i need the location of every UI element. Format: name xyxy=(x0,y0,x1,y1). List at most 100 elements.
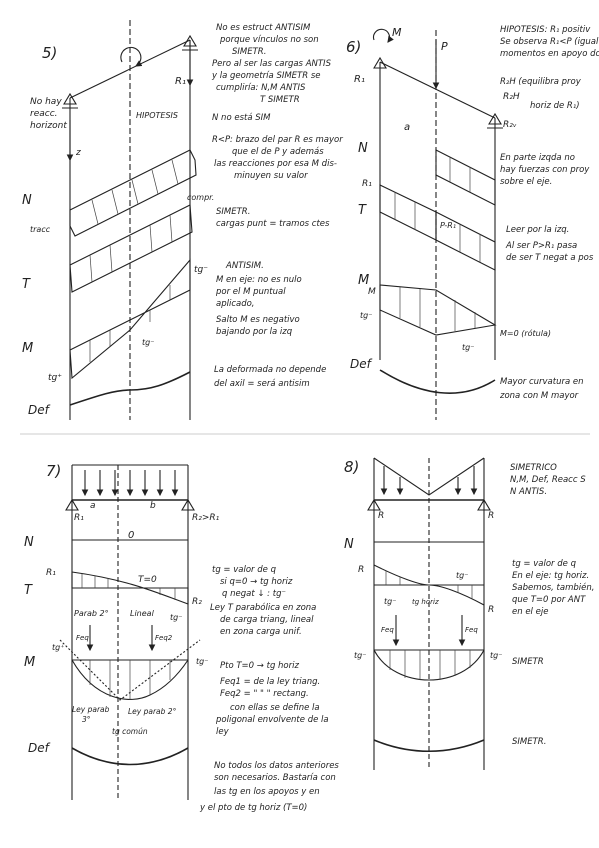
p5-note-line: SIMETR. xyxy=(232,47,266,57)
p6-shear-diagram-right xyxy=(435,211,496,271)
p7-Feq1-label: Feq xyxy=(76,634,89,642)
p8-note-line: en el eje xyxy=(512,607,548,617)
p5-note-line: y la geometría SIMETR se xyxy=(211,71,321,81)
p5-tg-minus-mid-label: tg⁻ xyxy=(142,338,154,347)
p6-moment-diagram xyxy=(379,284,497,336)
p5-M-label: M xyxy=(22,341,33,356)
p6-note-line: Leer por la izq. xyxy=(506,225,569,235)
p6-note-line: zona con M mayor xyxy=(499,391,579,401)
p6-tg-minus2-label: tg⁻ xyxy=(462,343,474,352)
p5-note-line: del axil = será antisim xyxy=(214,379,310,389)
p6-notes: HIPOTESIS: R₁ positiv Se observa R₁<P (i… xyxy=(499,25,599,401)
p5-note-line: Salto M es negativo xyxy=(216,315,300,325)
p6-note-line: sobre el eje. xyxy=(500,177,552,187)
p7-T0-label: T=0 xyxy=(138,575,157,585)
p6-shear-diagram-left xyxy=(379,184,437,241)
p5-T-label: T xyxy=(22,277,31,292)
p7-def-label: Def xyxy=(28,741,51,755)
p6-R1-label: R₁ xyxy=(354,74,365,85)
p7-note-line: q negat ↓ : tg⁻ xyxy=(222,589,286,599)
p6-left-support-icon xyxy=(373,56,387,69)
p6-inclined-beam xyxy=(379,61,496,119)
p5-note-line: La deformada no depende xyxy=(214,365,326,375)
p8-tg-minus-label: tg⁻ xyxy=(456,571,468,580)
p7-note-line: ley xyxy=(216,727,230,737)
p5-note-line: aplicado, xyxy=(216,299,255,309)
p8-load-arrows xyxy=(380,466,478,496)
p5-moment-icon xyxy=(120,46,143,67)
p7-T-label: T xyxy=(24,583,33,598)
p5-note-line: Pero al ser las cargas ANTIS xyxy=(212,59,332,69)
p5-N-label: N xyxy=(22,193,32,208)
p7-parab-label: Parab 2° xyxy=(74,609,109,618)
p7-load-arrows xyxy=(81,470,179,497)
p7-note-line: No todos los datos anteriores xyxy=(214,761,339,771)
p7-R1-T-label: R₁ xyxy=(46,568,56,578)
p8-R-T-label: R xyxy=(358,565,364,575)
p7-note-line: con ellas se define la xyxy=(230,703,320,713)
p6-a-label: a xyxy=(404,122,410,133)
p6-note-line: R₂H (equilibra proy xyxy=(500,77,582,87)
p5-left-note-line: horizont xyxy=(30,121,67,131)
p6-note-line: HIPOTESIS: R₁ positiv xyxy=(500,25,591,35)
p8-note-line: En el eje: tg horiz. xyxy=(512,571,589,581)
p7-N-zero: 0 xyxy=(128,530,134,541)
p6-P-label: P xyxy=(441,40,448,53)
p7-R2-label: R₂>R₁ xyxy=(192,513,220,523)
p7-note-line: y el pto de tg horiz (T=0) xyxy=(199,803,307,813)
p7-M-label: M xyxy=(24,655,35,670)
p5-compr-label: compr. xyxy=(187,193,214,202)
problem-8-number: 8) xyxy=(344,458,359,476)
p7-ley-parab3-label: 3° xyxy=(82,715,91,724)
p7-note-line: tg = valor de q xyxy=(212,565,277,575)
p5-note-line: N no está SIM xyxy=(212,113,271,123)
p6-note-line: Al ser P>R₁ pasa xyxy=(505,241,577,251)
p7-note-line: de carga triang, lineal xyxy=(220,615,314,625)
p8-note-line: tg = valor de q xyxy=(512,559,577,569)
problem-8: 8) R R N R R tg⁻ tg⁻ tg horiz Feq Feq xyxy=(344,457,594,770)
p7-note-line: poligonal envolvente de la xyxy=(215,715,329,725)
problem-7: 7) R₁ R₂>R₁ a b N 0 T R₁ T=0 R₂ Parab 2° xyxy=(24,462,339,813)
p5-note-line: SIMETR. xyxy=(216,207,250,217)
p7-notes: tg = valor de q si q=0 → tg horiz q nega… xyxy=(199,565,339,813)
p8-R-T2-label: R xyxy=(488,605,494,615)
p6-R1-T-label: R₁ xyxy=(362,179,372,189)
p7-R1-label: R₁ xyxy=(74,513,84,523)
p6-note-line: Se observa R₁<P (igual xyxy=(500,37,599,47)
p5-note-line: M en eje: no es nulo xyxy=(216,275,302,285)
p6-N-label: N xyxy=(358,141,368,156)
p8-tg-minus2-label: tg⁻ xyxy=(384,597,396,606)
p7-Feq2-label: Feq2 xyxy=(155,634,173,642)
p8-tg-M-left-label: tg⁻ xyxy=(354,651,366,660)
p6-T-label: T xyxy=(358,203,367,218)
p8-R-left-label: R xyxy=(378,511,384,521)
p8-note-line: SIMETR xyxy=(512,657,544,667)
p8-note-line: que T=0 por ANT xyxy=(512,595,586,605)
p5-note-line: No es estruct ANTISIM xyxy=(216,23,311,33)
problem-6-number: 6) xyxy=(346,38,361,56)
p5-note-line: por el M puntual xyxy=(215,287,286,297)
p7-ley-parab3-label: Ley parab xyxy=(72,705,110,714)
p7-note-line: en zona carga unif. xyxy=(220,627,302,637)
p7-note-line: si q=0 → tg horiz xyxy=(220,577,293,587)
p7-note-line: las tg en los apoyos y en xyxy=(214,787,320,797)
p7-note-line: Feq2 = " " " rectang. xyxy=(220,689,309,699)
p7-tg-minus-M-label: tg⁻ xyxy=(196,657,208,666)
p5-note-line: R<P: brazo del par R es mayor xyxy=(212,135,343,145)
p8-notes: SIMETRICO N,M, Def, Reacc S N ANTIS. tg … xyxy=(510,463,594,747)
p8-deformed-shape xyxy=(373,739,485,752)
p6-P-R1-label: P-R₁ xyxy=(440,221,456,230)
p6-M-top-label: M xyxy=(392,26,402,39)
p7-deformed-shape xyxy=(71,747,189,766)
p8-Feq-right-label: Feq xyxy=(465,626,478,634)
p7-note-line: son necesarios. Bastaría con xyxy=(214,773,336,783)
p6-note-line: En parte izqda no xyxy=(500,153,575,163)
p5-note-line: minuyen su valor xyxy=(234,171,308,181)
problem-5: 5) R₁ HIPOTESIS z No hay reacc. horizont… xyxy=(22,20,343,420)
p8-shear-curve xyxy=(373,564,485,606)
p6-M-label: M xyxy=(358,273,369,288)
p7-note-line: Feq1 = de la ley triang. xyxy=(220,677,320,687)
p5-moment-diagram xyxy=(69,258,191,380)
p8-N-label: N xyxy=(344,537,354,552)
